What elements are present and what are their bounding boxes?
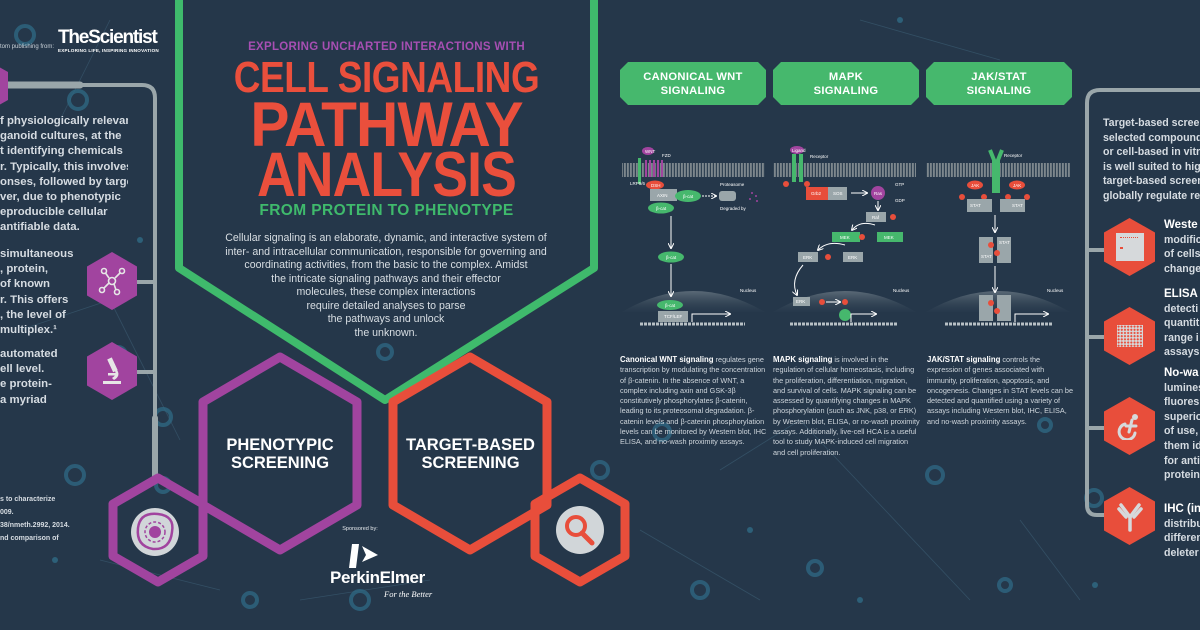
diagram-label: JAK [971,183,979,188]
diagram-label: β-cat [665,303,676,308]
diagram-label: Nucleus [1047,288,1064,293]
left-edge-hexagon [0,67,8,105]
proximity-assay-icon [1117,414,1138,440]
diagram-label: β-cat [683,194,694,199]
antibody-icon [1116,503,1143,532]
sponsor-tagline: For the Better [384,589,433,599]
published-from-label: tom publishing from: [0,44,55,50]
diagram-label: TCF/LEF [664,314,683,319]
target-hexagon-frame [388,352,630,587]
sponsor-name[interactable]: PerkinElmer [330,568,425,587]
diagram-label: STAT [970,203,981,208]
diagram-label: STAT [981,254,992,259]
publisher-tagline: EXPLORING LIFE, INSPIRING INNOVATION [58,48,159,53]
nucleus [622,291,765,312]
diagram-label: JAK [1013,183,1021,188]
jak-stat-pathway-diagram: Receptor JAK JAK STAT STAT STAT STAT Nucl… [926,149,1070,326]
diagram-label: Nucleus [893,288,910,293]
right-connector-pipe [1085,88,1200,517]
diagram-label: AXIN [657,193,668,198]
title-kicker: EXPLORING UNCHARTED INTERACTIONS WITH [248,41,525,53]
diagram-label: GDP [895,198,905,203]
title-frame-outline [175,0,598,404]
diagram-label: Proteasome [720,182,745,187]
diagram-label: β-cat [666,255,677,260]
diagram-label: DSH [651,183,661,188]
title-line-3: ANALYSIS [256,140,517,210]
molecule-network-icon [98,267,126,296]
diagram-label: STAT [1012,203,1023,208]
the-scientist-logo[interactable]: TheScientist EXPLORING LIFE, INSPIRING I… [58,27,159,54]
magnifier-icon [556,506,604,554]
wnt-pathway-diagram: WNT LRP5/6 FZD DSH AXIN β-cat β-cat Prot… [622,147,765,326]
perkinelmer-logo-mark [349,544,378,568]
subtitle: FROM PROTEIN TO PHENOTYPE [259,202,514,219]
diagram-label: MEK [840,235,850,240]
diagram-label: Grb2 [811,191,822,196]
diagram-label: ERK [796,299,805,304]
sponsored-by-label: Sponsored by: [342,526,378,532]
diagram-label: Degraded by [720,206,747,211]
diagram-label: WNT [645,149,655,154]
title-line-2: PATHWAY [250,90,523,160]
cell-membrane [622,163,765,177]
diagram-label: β-cat [656,206,667,211]
microscope-icon [103,357,121,384]
diagram-label: STAT [999,240,1010,245]
diagram-label: LRP5/6 [630,181,646,186]
diagram-label: Nucleus [740,288,757,293]
intro-paragraph: Cellular signaling is an elaborate, dyna… [225,232,547,339]
diagram-label: GTP [895,182,904,187]
mapk-description: MAPK signaling is involved in the regula… [773,355,920,457]
diagram-label: Receptor [1004,153,1023,158]
publisher-name: TheScientist [58,27,158,48]
diagram-label: FZD [662,153,671,158]
diagram-label: SOS [833,191,843,196]
elisa-plate-icon [1116,325,1143,347]
cell-membrane [773,163,916,177]
diagram-label: Raf [872,215,880,220]
diagram-label: ERK [848,255,857,260]
western-blot-icon [1115,233,1144,261]
title-line-1: CELL SIGNALING [233,53,540,102]
diagram-label: Ligand [792,148,806,153]
diagram-label: MEK [884,235,894,240]
wnt-description: Canonical WNT signaling regulates gene t… [620,355,767,447]
jak-stat-description: JAK/STAT signaling controls the expressi… [927,355,1074,426]
diagram-label: Receptor [810,154,829,159]
phenotypic-hexagon-frame [108,352,362,587]
diagram-label: Ras [874,191,883,196]
cell-icon [131,508,179,556]
left-connector-pipe [4,81,158,483]
diagram-label: ERK [803,255,812,260]
